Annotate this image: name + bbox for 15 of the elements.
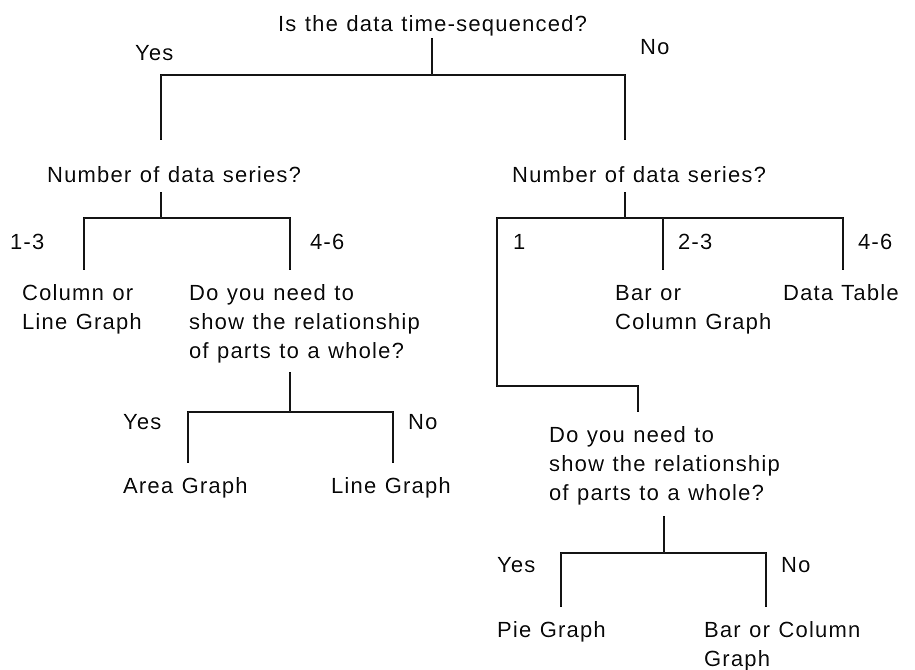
answer-text: Column or Line Graph bbox=[22, 270, 143, 338]
answer-text: Bar or Column Graph bbox=[615, 270, 772, 338]
question-text: Number of data series? bbox=[47, 140, 302, 192]
question-text: Number of data series? bbox=[512, 140, 768, 192]
tree-connector bbox=[624, 192, 844, 270]
tree-connector bbox=[160, 192, 291, 270]
answer-text: Line Graph bbox=[331, 463, 452, 502]
answer-text: Area Graph bbox=[123, 463, 249, 502]
question-text: Do you need to show the relationship of parts to a whole? bbox=[549, 412, 781, 516]
answer-text: Pie Graph bbox=[497, 607, 607, 646]
answer-text: Data Table bbox=[783, 270, 900, 309]
question-text: Is the data time-sequenced? bbox=[278, 0, 588, 38]
question-text: Do you need to show the relationship of parts to a whole? bbox=[189, 270, 421, 372]
tree-connector bbox=[663, 516, 767, 607]
tree-connector bbox=[431, 38, 626, 140]
